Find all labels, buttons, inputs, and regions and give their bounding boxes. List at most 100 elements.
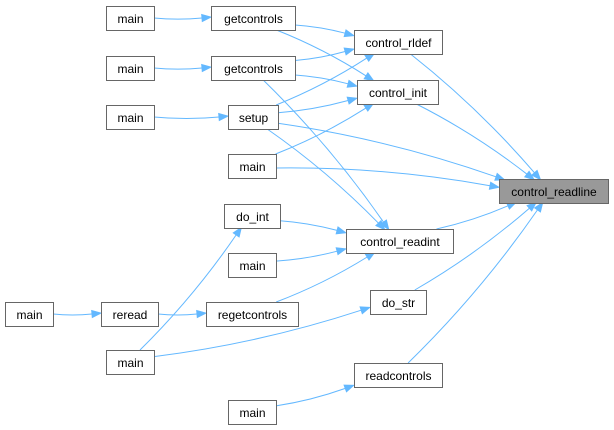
node-label-main-6: main	[16, 308, 42, 322]
node-label-do-str: do_str	[382, 296, 415, 310]
node-reread[interactable]: reread	[101, 302, 159, 327]
node-layer: main getcontrols main getcontrols main setup m…	[5, 6, 609, 425]
node-label-main-1: main	[117, 12, 143, 26]
node-setup[interactable]: setup	[228, 105, 279, 130]
edge-arrowhead-main_5-to-control_readint	[335, 247, 348, 256]
node-box-setup[interactable]	[228, 105, 279, 130]
edge-arrowhead-getcontrols_2-to-control_rldef	[343, 47, 356, 56]
node-box-control-init[interactable]	[357, 80, 439, 105]
node-main-4[interactable]: main	[228, 154, 277, 179]
edge-arrowhead-do_int-to-control_readint	[335, 226, 348, 235]
node-box-readcontrols[interactable]	[354, 363, 443, 388]
node-regetcontrols[interactable]: regetcontrols	[206, 302, 299, 327]
node-do-str[interactable]: do_str	[370, 290, 427, 315]
node-box-regetcontrols[interactable]	[206, 302, 299, 327]
edge-arrowhead-setup-to-control_init	[346, 96, 359, 105]
edge-control_rldef-to-control_readline	[410, 53, 535, 174]
node-box-main-8[interactable]	[228, 400, 277, 425]
edge-arrowhead-getcontrols_2-to-control_init	[346, 79, 359, 88]
edge-main_2-to-getcontrols_2	[153, 67, 203, 70]
edge-regetcontrols-to-control_readint	[276, 256, 368, 303]
node-main-2[interactable]: main	[106, 56, 155, 81]
edge-control_init-to-control_readline	[416, 103, 528, 175]
edge-arrowhead-main_7-to-do_int	[232, 226, 243, 238]
edge-arrowhead-readcontrols-to-control_readline	[533, 201, 544, 213]
node-main-5[interactable]: main	[228, 253, 277, 278]
edge-arrowhead-reread-to-regetcontrols	[196, 309, 208, 319]
edge-arrowhead-main_7-to-do_str	[359, 306, 372, 315]
node-main-1[interactable]: main	[106, 6, 155, 31]
node-label-getcontrols-2: getcontrols	[224, 62, 283, 76]
node-box-do-int[interactable]	[224, 204, 281, 229]
edge-arrowhead-getcontrols_1-to-control_init	[363, 72, 375, 82]
edge-control_readint-to-control_readline	[436, 205, 509, 230]
edge-main_3-to-setup	[153, 116, 220, 120]
node-control-readline[interactable]: control_readline	[499, 179, 609, 204]
node-label-do-int: do_int	[236, 210, 269, 224]
node-box-main-3[interactable]	[106, 105, 155, 130]
node-getcontrols-2[interactable]: getcontrols	[211, 56, 296, 81]
edge-getcontrols_1-to-control_rldef	[294, 24, 346, 34]
edge-getcontrols_2-to-control_rldef	[294, 51, 346, 61]
node-label-readcontrols: readcontrols	[365, 369, 431, 383]
node-label-main-4: main	[239, 160, 265, 174]
edge-getcontrols_1-to-control_init	[276, 29, 367, 77]
edge-arrowhead-main_3-to-setup	[218, 112, 230, 122]
node-label-main-8: main	[239, 406, 265, 420]
edge-arrowhead-getcontrols_1-to-control_rldef	[343, 29, 356, 38]
node-main-3[interactable]: main	[106, 105, 155, 130]
node-label-getcontrols-1: getcontrols	[224, 12, 283, 26]
node-label-control-readline: control_readline	[511, 185, 597, 199]
node-main-6[interactable]: main	[5, 302, 54, 327]
edge-main_8-to-readcontrols	[275, 387, 346, 407]
edge-arrowhead-main_1-to-getcontrols_1	[201, 13, 213, 23]
edge-arrowhead-setup-to-control_readint	[375, 219, 386, 231]
node-control-init[interactable]: control_init	[357, 80, 439, 105]
node-box-do-str[interactable]	[370, 290, 427, 315]
node-readcontrols[interactable]: readcontrols	[354, 363, 443, 388]
node-box-getcontrols-1[interactable]	[211, 6, 296, 31]
node-box-main-2[interactable]	[106, 56, 155, 81]
node-box-main-1[interactable]	[106, 6, 155, 31]
edge-reread-to-regetcontrols	[157, 313, 198, 316]
edge-arrowhead-main_6-to-reread	[91, 309, 103, 319]
edge-main_4-to-control_readline	[275, 167, 491, 187]
edge-main_5-to-control_readint	[275, 250, 338, 262]
node-getcontrols-1[interactable]: getcontrols	[211, 6, 296, 31]
edge-do_int-to-control_readint	[279, 220, 338, 231]
edge-arrowhead-main_2-to-getcontrols_2	[201, 63, 213, 73]
node-label-main-2: main	[117, 62, 143, 76]
node-box-main-6[interactable]	[5, 302, 54, 327]
edge-readcontrols-to-control_readline	[407, 209, 538, 364]
node-main-8[interactable]: main	[228, 400, 277, 425]
edge-arrowhead-control_rldef-to-control_readline	[530, 169, 542, 181]
node-label-main-5: main	[239, 259, 265, 273]
node-control-readint[interactable]: control_readint	[346, 229, 454, 254]
edge-arrowhead-main_4-to-control_readline	[488, 181, 501, 190]
node-label-reread: reread	[113, 308, 148, 322]
edge-do_str-to-control_readline	[414, 207, 530, 291]
node-control-rldef[interactable]: control_rldef	[354, 30, 443, 55]
node-box-control-readint[interactable]	[346, 229, 454, 254]
edge-arrowhead-main_8-to-readcontrols	[343, 384, 355, 393]
node-label-control-rldef: control_rldef	[365, 36, 432, 50]
node-main-7[interactable]: main	[106, 350, 155, 375]
node-box-main-5[interactable]	[228, 253, 277, 278]
node-box-control-rldef[interactable]	[354, 30, 443, 55]
edge-main_1-to-getcontrols_1	[153, 17, 203, 20]
node-label-main-7: main	[117, 356, 143, 370]
node-label-control-init: control_init	[369, 86, 428, 100]
node-box-main-4[interactable]	[228, 154, 277, 179]
node-box-main-7[interactable]	[106, 350, 155, 375]
edge-setup-to-control_readint	[266, 128, 379, 224]
edge-getcontrols_2-to-control_init	[294, 74, 349, 85]
edge-setup-to-control_rldef	[276, 57, 368, 106]
node-do-int[interactable]: do_int	[224, 204, 281, 229]
node-box-control-readline[interactable]	[499, 179, 609, 204]
node-box-reread[interactable]	[101, 302, 159, 327]
edge-main_7-to-do_int	[139, 234, 237, 351]
node-label-setup: setup	[239, 111, 269, 125]
edge-layer	[52, 13, 544, 407]
node-box-getcontrols-2[interactable]	[211, 56, 296, 81]
